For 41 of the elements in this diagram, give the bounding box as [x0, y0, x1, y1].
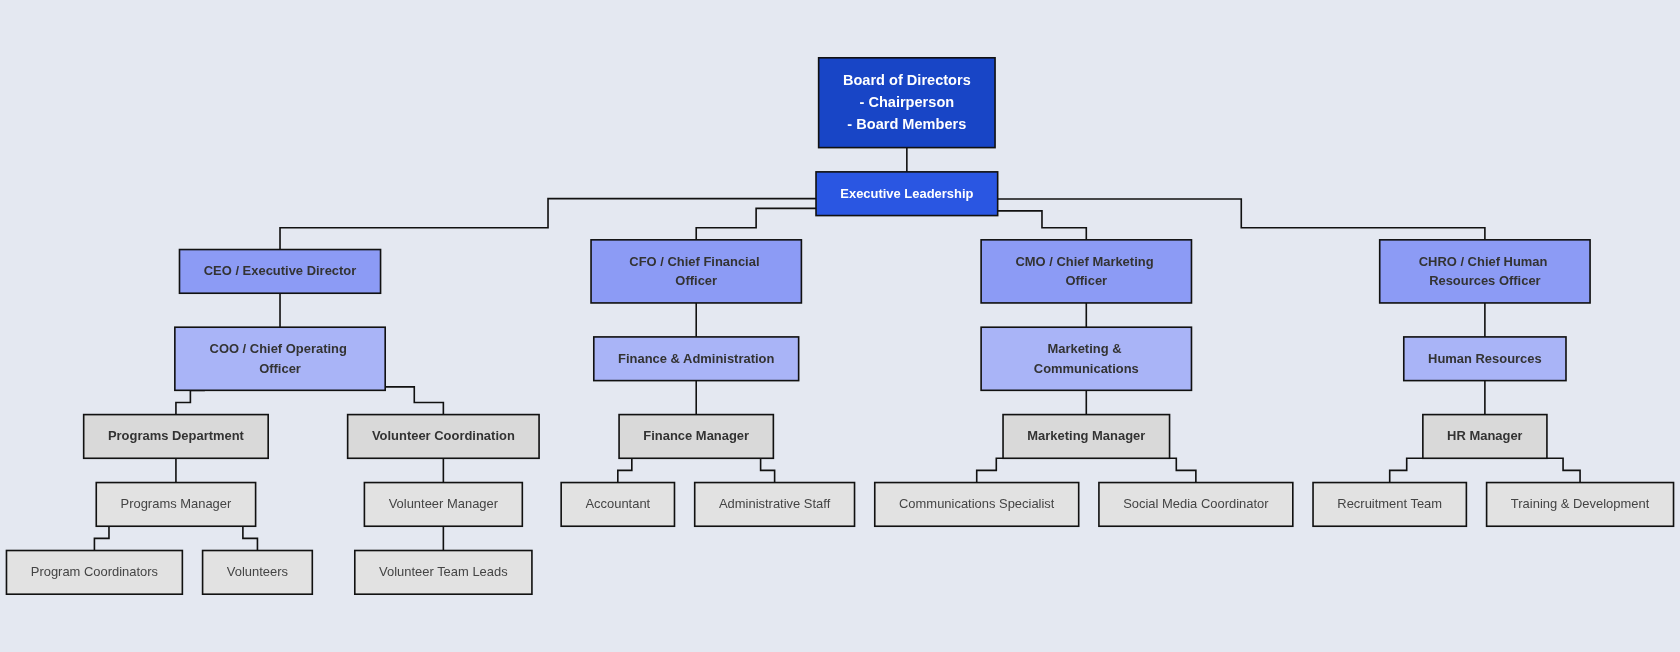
connector	[1085, 389, 1088, 416]
node-box: CHRO / Chief Human Resources Officer	[1378, 239, 1591, 304]
node-box: HR Manager	[1422, 413, 1548, 460]
node-box: CMO / Chief Marketing Officer	[980, 239, 1193, 304]
connector	[1545, 457, 1581, 484]
node-box: Recruitment Team	[1312, 481, 1468, 528]
node-box: Programs Manager	[95, 481, 257, 528]
connector	[442, 457, 445, 484]
node-box: Programs Department	[82, 413, 269, 460]
node-box: Volunteer Manager	[363, 481, 524, 528]
connector	[279, 197, 817, 251]
node-box: Marketing Manager	[1002, 413, 1171, 460]
node-box: Marketing & Communications	[980, 326, 1193, 392]
node-box: Volunteers	[201, 549, 314, 595]
node-box: Finance & Administration	[593, 336, 800, 382]
node-box: Training & Development	[1485, 481, 1675, 528]
node-box: Executive Leadership	[815, 171, 999, 217]
connector	[279, 292, 281, 328]
node-box: CFO / Chief Financial Officer	[590, 239, 803, 304]
node-box: Board of Directors - Chairperson - Board Members	[817, 57, 996, 149]
node-box: COO / Chief Operating Officer	[174, 326, 386, 392]
node-box: Volunteer Coordination	[346, 413, 540, 460]
connector	[695, 379, 698, 416]
node-box: Finance Manager	[618, 413, 775, 460]
connector	[1388, 457, 1425, 484]
connector	[442, 525, 445, 552]
node-box: Accountant	[560, 481, 676, 528]
node-box: Human Resources	[1402, 336, 1567, 382]
connector	[906, 146, 908, 173]
node-box: Administrative Staff	[693, 481, 856, 528]
connector	[1484, 379, 1486, 416]
connector	[695, 207, 817, 241]
connector	[175, 457, 177, 484]
connector	[695, 302, 698, 338]
node-box: Social Media Coordinator	[1098, 481, 1294, 528]
node-box: Volunteer Team Leads	[354, 549, 533, 595]
connector	[1484, 302, 1486, 338]
node-box: Program Coordinators	[5, 549, 184, 595]
node-box: Communications Specialist	[873, 481, 1080, 528]
node-box: CEO / Executive Director	[178, 248, 382, 295]
connector	[1085, 302, 1088, 328]
